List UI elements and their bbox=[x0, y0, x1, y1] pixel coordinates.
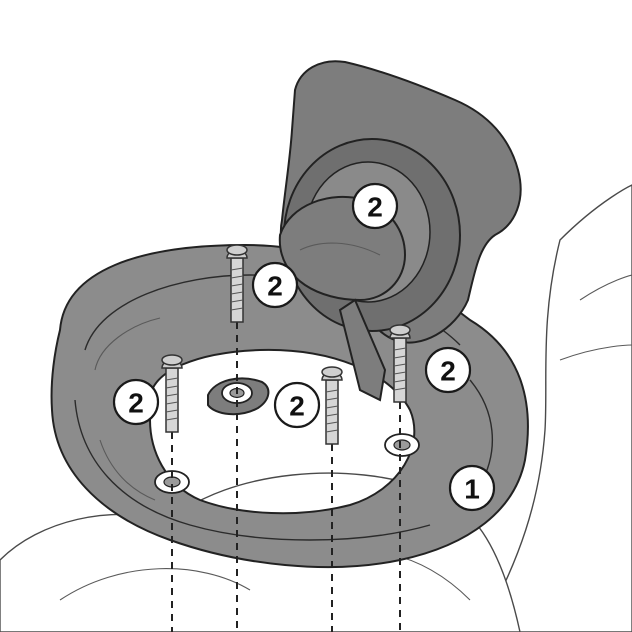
mount-hole-right bbox=[384, 433, 420, 457]
callout-screw-d: 2 bbox=[112, 378, 160, 426]
svg-text:1: 1 bbox=[464, 474, 480, 505]
screw-1 bbox=[226, 244, 248, 323]
screw-3 bbox=[321, 366, 343, 445]
screw-4 bbox=[389, 324, 411, 403]
callout-screw-e: 2 bbox=[273, 381, 321, 429]
svg-text:2: 2 bbox=[367, 192, 383, 223]
callout-ring: 1 bbox=[448, 464, 496, 512]
callout-screw-b: 2 bbox=[251, 261, 299, 309]
callout-screw-c: 2 bbox=[424, 346, 472, 394]
mount-hole-front bbox=[207, 377, 270, 416]
callout-screw-a: 2 bbox=[351, 182, 399, 230]
mount-holes bbox=[154, 377, 420, 494]
svg-text:2: 2 bbox=[289, 391, 305, 422]
svg-text:2: 2 bbox=[440, 356, 456, 387]
screw-2 bbox=[161, 354, 183, 433]
svg-text:2: 2 bbox=[267, 271, 283, 302]
alignment-lines bbox=[171, 322, 401, 632]
svg-text:2: 2 bbox=[128, 388, 144, 419]
